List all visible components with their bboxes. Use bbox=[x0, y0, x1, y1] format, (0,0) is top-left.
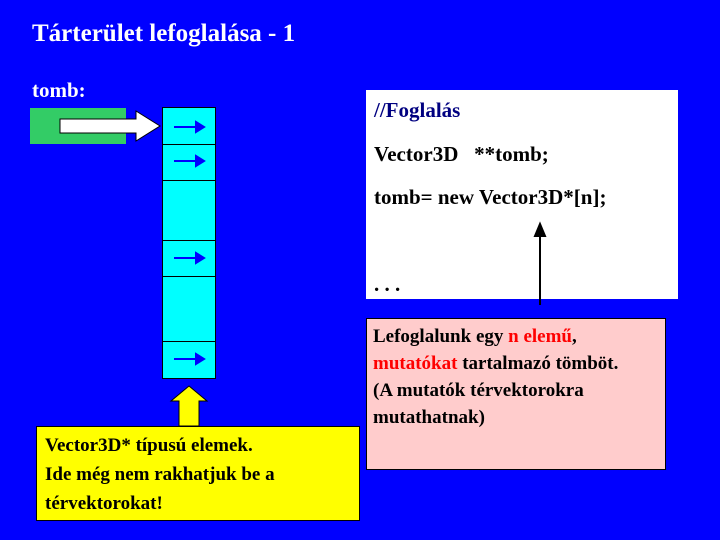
right-arrow-icon bbox=[174, 154, 206, 168]
note-highlight-n-elements: n elemű bbox=[508, 326, 572, 347]
note-text: Lefoglalunk egy bbox=[373, 326, 509, 347]
right-arrow-icon bbox=[174, 120, 206, 134]
note-text: , bbox=[571, 326, 577, 347]
right-arrow-icon bbox=[174, 352, 206, 366]
array-cell bbox=[162, 341, 216, 379]
elements-note: Vector3D* típusú elemek. Ide még nem rak… bbox=[36, 426, 360, 521]
note-highlight-pointers: mutatókat bbox=[373, 353, 458, 374]
code-allocation: tomb= new Vector3D*[n]; bbox=[374, 185, 607, 209]
up-arrow-icon bbox=[169, 385, 209, 427]
code-declaration: Vector3D **tomb; bbox=[374, 142, 549, 166]
code-comment: //Foglalás bbox=[374, 98, 461, 122]
note-line: Vector3D* típusú elemek. bbox=[45, 435, 253, 456]
note-line: Ide még nem rakhatjuk be a térvektorokat… bbox=[45, 464, 275, 514]
up-arrow-icon bbox=[533, 221, 547, 305]
block-arrow-icon bbox=[59, 110, 161, 142]
allocation-note: Lefoglalunk egy n elemű, mutatókat tarta… bbox=[366, 318, 666, 470]
array-cell bbox=[162, 144, 216, 181]
note-text: (A mutatók térvektorokra mutathatnak) bbox=[373, 380, 584, 428]
code-panel bbox=[366, 90, 678, 299]
note-text: tartalmazó tömböt. bbox=[457, 353, 619, 374]
code-ellipsis: . . . bbox=[374, 272, 401, 296]
pointer-label: tomb: bbox=[32, 78, 86, 102]
slide-title: Tárterület lefoglalása - 1 bbox=[32, 20, 296, 47]
right-arrow-icon bbox=[174, 251, 206, 265]
